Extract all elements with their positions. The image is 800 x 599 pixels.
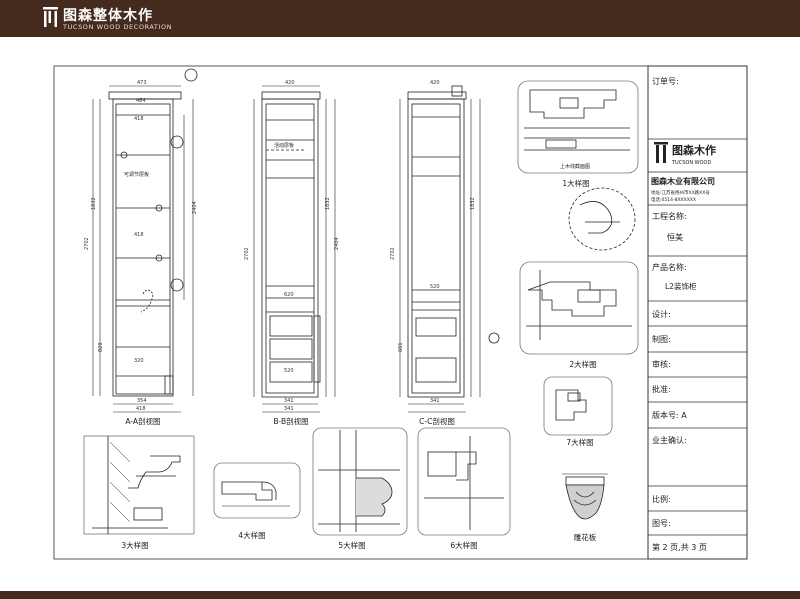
project-name-label: 工程名称: xyxy=(652,211,687,221)
dim-b-0: 420 xyxy=(285,80,295,86)
dim-a-5: 2404 xyxy=(192,201,198,214)
dim-a-1: 464 xyxy=(136,98,146,104)
dim-a-6: 418 xyxy=(134,232,144,238)
dim-c-5: 341 xyxy=(430,398,440,404)
dim-a-10: 418 xyxy=(136,406,146,412)
dim-b-7: 520 xyxy=(284,368,294,374)
company-address: 地址:江苏省扬州市XX路XX号 xyxy=(651,189,710,196)
brand-name-en: TUCSON WOOD DECORATION xyxy=(63,23,173,31)
page-info: 第 2 页,共 3 页 xyxy=(652,542,707,552)
dim-b-2: 2404 xyxy=(334,237,340,250)
view-label-a: A-A剖视图 xyxy=(125,416,160,426)
dim-a-4: 2702 xyxy=(84,237,90,250)
drawing-no-label: 图号: xyxy=(652,519,671,528)
drafter-label: 制图: xyxy=(652,334,671,344)
dim-a-2: 418 xyxy=(134,116,144,122)
scale-label: 比例: xyxy=(652,494,671,504)
dim-b-6: 341 xyxy=(284,406,294,412)
checker-label: 审核: xyxy=(652,359,671,369)
dim-c-0: 420 xyxy=(430,80,440,86)
section-view-a xyxy=(92,68,198,413)
detail-7 xyxy=(543,376,613,436)
brand-name-cn: 图森整体木作 xyxy=(63,8,153,24)
detail-label-carved: 雕花板 xyxy=(574,532,597,542)
order-no-label: 订单号: xyxy=(652,76,679,86)
designer-label: 设计: xyxy=(652,309,671,319)
dim-c-3: 520 xyxy=(430,284,440,290)
company-name: 图森木业有限公司 xyxy=(651,176,715,186)
detail-1b xyxy=(568,187,636,251)
title-block-frame xyxy=(647,65,748,560)
owner-confirm-label: 业主确认: xyxy=(652,435,687,445)
dim-a-8: 320 xyxy=(134,358,144,364)
footer-bar xyxy=(0,591,800,599)
detail-label-6: 6大样图 xyxy=(450,540,477,550)
dim-c-2: 1832 xyxy=(470,197,476,210)
dim-c-4: 601 xyxy=(398,342,404,352)
dim-a-3: 1832 xyxy=(91,197,97,210)
dim-a-7: 820 xyxy=(98,342,104,352)
dim-b-1: 2702 xyxy=(244,247,250,260)
tucson-logo-icon xyxy=(43,7,58,27)
detail-label-3: 3大样图 xyxy=(121,540,148,550)
drawing-border xyxy=(53,65,748,560)
approver-label: 批准: xyxy=(652,384,671,394)
dim-b-5: 341 xyxy=(284,398,294,404)
detail-label-4: 4大样图 xyxy=(238,530,265,540)
view-label-b: B-B剖视图 xyxy=(273,416,308,426)
product-name-label: 产品名称: xyxy=(652,262,687,272)
detail-label-1: 1大样图 xyxy=(562,178,589,188)
product-name-value: L2装饰柜 xyxy=(665,281,697,291)
title-block-logo: 图森木作 TUCSON WOOD xyxy=(654,142,716,166)
dim-a-9: 354 xyxy=(137,398,147,404)
view-label-c: C-C剖视图 xyxy=(419,416,455,426)
detail-4 xyxy=(213,462,301,519)
title-block-logo-en: TUCSON WOOD xyxy=(671,160,711,166)
detail-6 xyxy=(417,427,511,536)
annotation-top-molding: 上木线截面图 xyxy=(560,163,590,170)
dim-b-4: 1832 xyxy=(325,197,331,210)
title-block-lines xyxy=(648,138,747,536)
header-bar: 图森整体木作 TUCSON WOOD DECORATION xyxy=(0,0,800,37)
detail-label-7: 7大样图 xyxy=(566,437,593,447)
detail-1 xyxy=(517,80,639,174)
annotation-movable-shelf: 活动层板 xyxy=(274,142,294,149)
dim-c-1: 2702 xyxy=(390,247,396,260)
detail-2 xyxy=(519,261,639,355)
annotation-adjustable-shelf: 可调节层板 xyxy=(124,171,149,178)
project-name-value: 恒美 xyxy=(667,232,683,242)
company-phone: 电话:0514-8XXXXXX xyxy=(651,196,696,203)
version-label: 版本号: A xyxy=(652,410,687,420)
dim-a-0: 473 xyxy=(137,80,147,86)
dim-b-3: 620 xyxy=(284,292,294,298)
detail-3 xyxy=(83,435,195,535)
section-view-c xyxy=(399,85,500,413)
detail-label-2: 2大样图 xyxy=(569,359,596,369)
title-block-logo-cn: 图森木作 xyxy=(672,143,716,157)
carved-panel xyxy=(562,473,608,520)
detail-5 xyxy=(312,427,408,536)
detail-label-5: 5大样图 xyxy=(338,540,365,550)
section-view-b xyxy=(253,85,336,413)
